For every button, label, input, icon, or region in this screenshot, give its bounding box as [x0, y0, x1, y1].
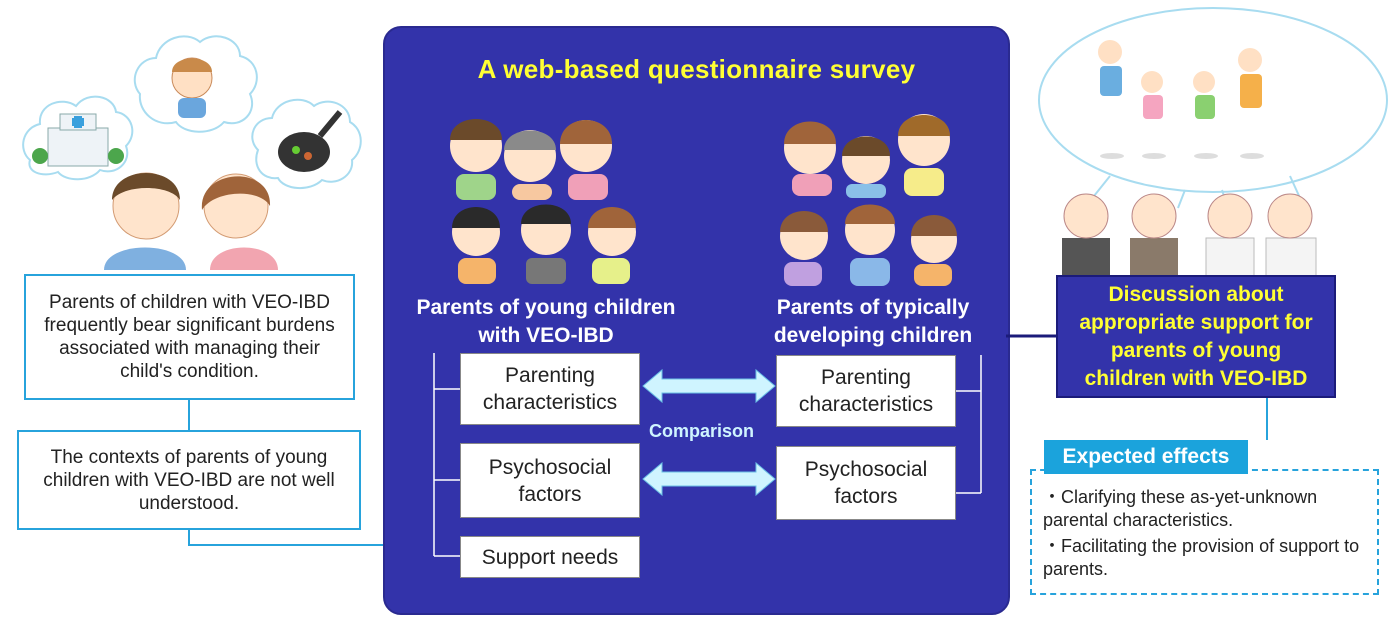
typical-psychosocial-text: Psychosocial factors: [804, 458, 928, 508]
typical-parenting-text: Parenting characteristics: [798, 366, 934, 416]
expected-effects-box: [1030, 469, 1379, 595]
frying-pan-icon: [278, 110, 343, 172]
veo-psychosocial-text: Psychosocial factors: [488, 455, 612, 506]
left-connectors: [188, 399, 385, 546]
veo-group-label: Parents of young children with VEO-IBD: [416, 296, 676, 347]
effect-item: ・Facilitating the provision of support t…: [1043, 536, 1360, 579]
burden-statement-text: Parents of children with VEO-IBD frequen…: [44, 292, 335, 382]
veo-parents-illustration: [450, 119, 636, 284]
comparison-arrow-1: [642, 368, 776, 404]
worried-parents-icon: [104, 172, 278, 270]
context-statement-box: The contexts of parents of young childre…: [17, 430, 361, 530]
effect-item: ・Clarifying these as-yet-unknown parenta…: [1043, 487, 1318, 530]
veo-support-needs-box: Support needs: [460, 536, 640, 578]
typical-bracket: [956, 355, 982, 494]
discussion-text: Discussion about appropriate support for…: [1079, 282, 1313, 390]
professionals-icon: [1062, 193, 1317, 277]
discussion-box: Discussion about appropriate support for…: [1056, 275, 1336, 398]
typical-psychosocial-box: Psychosocial factors: [776, 446, 956, 520]
veo-bracket: [433, 353, 460, 557]
veo-support-needs-text: Support needs: [481, 545, 619, 569]
comparison-label: Comparison: [649, 421, 755, 441]
hospital-icon: [32, 113, 124, 167]
typical-parents-illustration: [780, 114, 957, 286]
comparison-arrow-2: [642, 461, 776, 497]
expected-effects-title: Expected effects: [1044, 440, 1248, 474]
happy-family-cloud: [1038, 7, 1388, 209]
typical-parenting-box: Parenting characteristics: [776, 355, 956, 427]
typical-group-label: Parents of typically developing children: [773, 296, 973, 347]
veo-parenting-box: Parenting characteristics: [460, 353, 640, 425]
veo-parenting-text: Parenting characteristics: [482, 364, 618, 414]
survey-title: A web-based questionnaire survey: [477, 54, 916, 84]
context-statement-text: The contexts of parents of young childre…: [43, 446, 335, 514]
veo-psychosocial-box: Psychosocial factors: [460, 443, 640, 518]
burden-statement-box: Parents of children with VEO-IBD frequen…: [24, 274, 355, 400]
sick-child-icon: [171, 57, 213, 118]
